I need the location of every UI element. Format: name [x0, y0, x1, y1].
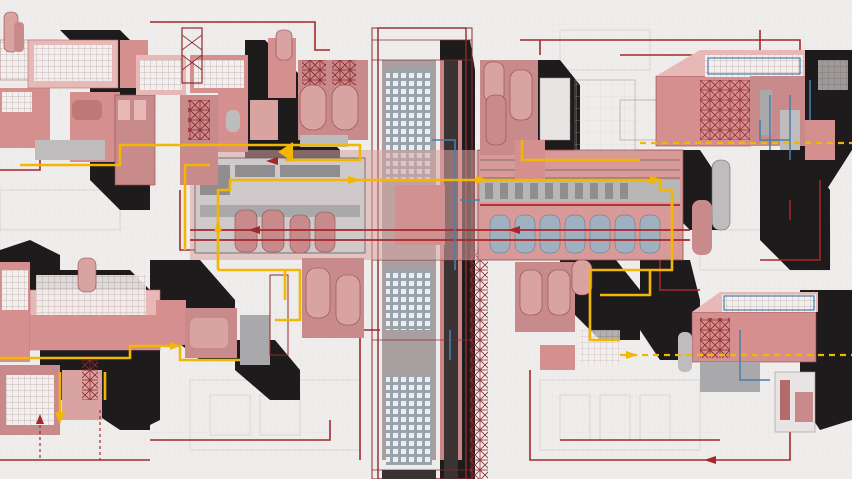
- top-left-factory: [0, 11, 296, 186]
- right-lower-building: [678, 292, 818, 433]
- red-dashed-drops: [39, 410, 101, 460]
- horizontal-pipe-band: [190, 149, 731, 261]
- tower-right-silos: [480, 60, 661, 180]
- yellow-flow-network: [0, 140, 674, 418]
- blue-pipe-network: [432, 80, 811, 360]
- tower-base: [382, 470, 436, 479]
- left-lower-factory: [0, 257, 289, 435]
- top-right-building: [655, 50, 848, 160]
- yellow-dashed-lines: [620, 141, 852, 357]
- top-center-silos: [298, 60, 368, 147]
- red-arrowheads: [36, 157, 716, 464]
- yellow-arrowheads: [55, 142, 664, 424]
- lower-center-silos: [302, 258, 620, 370]
